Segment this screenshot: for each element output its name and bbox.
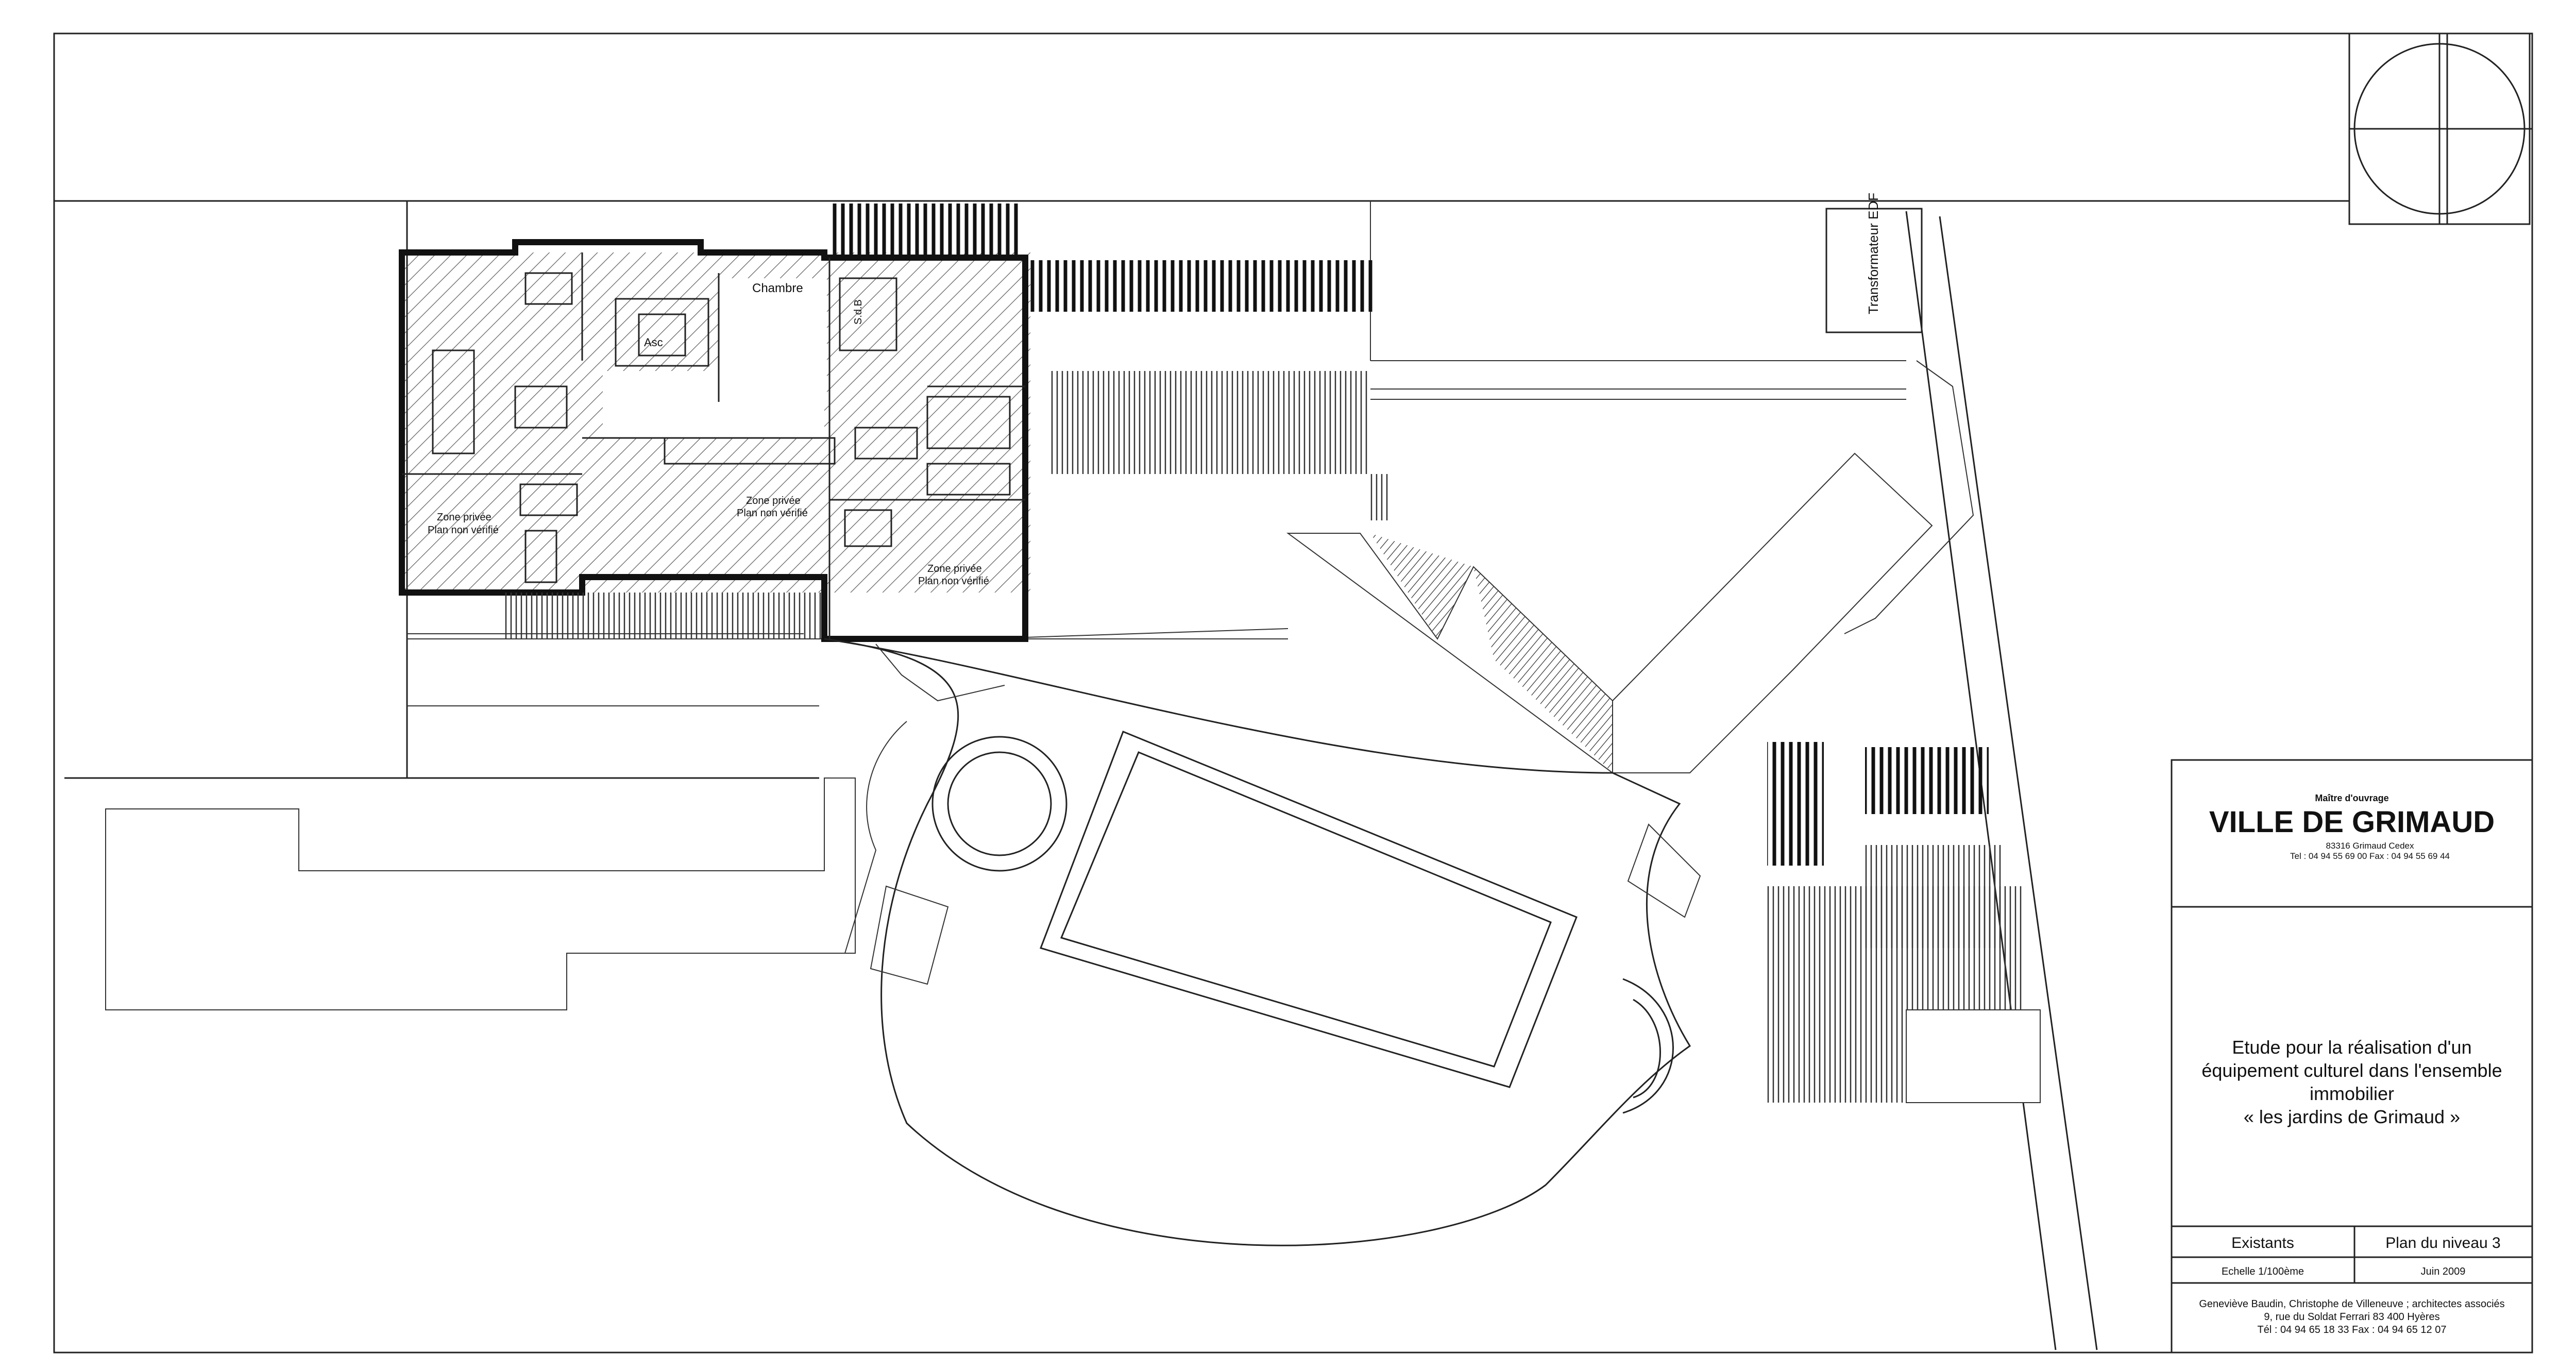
scale-label: Echelle 1/100ème (2222, 1266, 2304, 1277)
transformer-label: Transformateur EDF (1866, 193, 1881, 314)
project-line-2: équipement culturel dans l'ensemble (2201, 1060, 2502, 1081)
title-block: Maître d'ouvrage VILLE DE GRIMAUD 83316 … (2171, 759, 2533, 1354)
transformer-box: Transformateur EDF (1825, 193, 1923, 333)
zone-label-right: Zone privée Plan non vérifié (918, 563, 989, 587)
north-compass-icon (2348, 32, 2532, 225)
zone-right-line2: Plan non vérifié (918, 576, 989, 587)
project-line-1: Etude pour la réalisation d'un (2232, 1037, 2471, 1058)
pool-area (824, 638, 1701, 1246)
client-address: 83316 Grimaud Cedex (2326, 841, 2414, 851)
architects-line-1: Geneviève Baudin, Christophe de Villeneu… (2199, 1298, 2504, 1310)
client-phone: Tel : 04 94 55 69 00 Fax : 04 94 55 69 4… (2290, 851, 2450, 861)
date-label: Juin 2009 (2421, 1266, 2466, 1277)
zone-center-line1: Zone privée (746, 495, 801, 506)
state-label: Existants (2231, 1235, 2294, 1252)
zone-left-line2: Plan non vérifié (428, 525, 499, 536)
sheet-title: Plan du niveau 3 (2385, 1235, 2501, 1252)
zone-right-line1: Zone privée (927, 563, 982, 574)
maitre-ouvrage-label: Maître d'ouvrage (2315, 793, 2388, 803)
roof-terraces (105, 204, 2041, 1103)
sdb-label: S.d.B (853, 299, 864, 325)
architects-line-3: Tél : 04 94 65 18 33 Fax : 04 94 65 12 0… (2258, 1324, 2447, 1336)
zone-left-line1: Zone privée (437, 512, 492, 523)
zone-label-center: Zone privée Plan non vérifié (737, 495, 808, 519)
sheet-frame (53, 32, 2533, 1354)
main-building (399, 239, 1030, 642)
asc-label: Asc (644, 336, 663, 349)
architects-line-2: 9, rue du Soldat Ferrari 83 400 Hyères (2264, 1311, 2439, 1323)
client-name: VILLE DE GRIMAUD (2209, 805, 2495, 839)
chambre-label: Chambre (752, 281, 803, 295)
zone-label-left: Zone privée Plan non vérifié (428, 512, 499, 536)
project-line-4: « les jardins de Grimaud » (2244, 1106, 2460, 1127)
project-line-3: immobilier (2310, 1083, 2394, 1104)
zone-center-line2: Plan non vérifié (737, 508, 808, 519)
